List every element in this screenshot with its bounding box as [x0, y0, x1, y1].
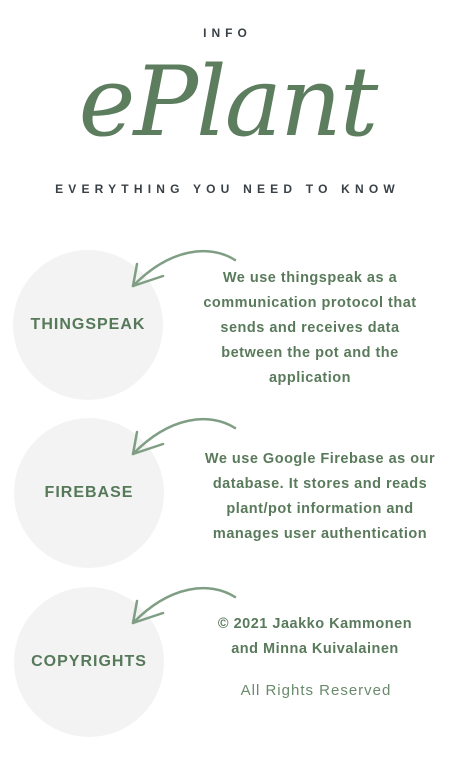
copyright-text: © 2021 Jaakko Kammonen and Minna Kuivala… [217, 616, 413, 657]
firebase-title: FIREBASE [44, 484, 134, 501]
copyrights-circle: COPYRIGHTS [14, 587, 164, 737]
eplant-logo: ePlant [78, 46, 379, 158]
arrow-icon [131, 586, 237, 625]
thingspeak-description: We use thingspeak as a communication pro… [203, 270, 417, 386]
all-rights-reserved: All Rights Reserved [240, 682, 392, 699]
info-label: INFO [203, 26, 252, 40]
tagline: EVERYTHING YOU NEED TO KNOW [55, 182, 400, 196]
firebase-circle: FIREBASE [14, 418, 164, 568]
arrow-icon [131, 417, 237, 456]
firebase-description: We use Google Firebase as our database. … [204, 451, 436, 542]
thingspeak-circle: THINGSPEAK [13, 250, 163, 400]
arrow-icon [131, 249, 237, 288]
thingspeak-title: THINGSPEAK [30, 316, 146, 333]
copyrights-title: COPYRIGHTS [31, 653, 147, 670]
